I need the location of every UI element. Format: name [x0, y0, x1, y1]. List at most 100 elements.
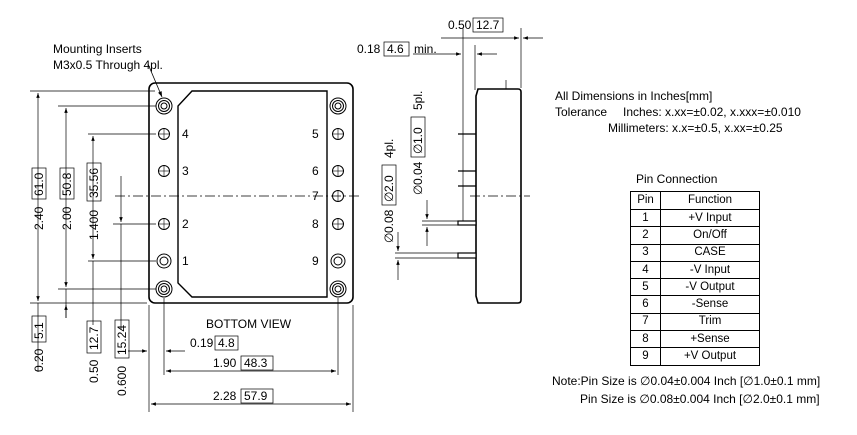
side-view: [457, 28, 530, 304]
header-pin: Pin: [630, 191, 661, 210]
svg-text:2.40: 2.40: [32, 206, 46, 230]
svg-text:2.00: 2.00: [60, 206, 74, 230]
svg-text:∅: ∅: [411, 185, 425, 195]
mounting-leader-line: [147, 63, 163, 98]
svg-text:4.6: 4.6: [387, 42, 404, 56]
table-header-row: Pin Function: [630, 191, 760, 210]
svg-text:50.8: 50.8: [60, 172, 74, 196]
svg-text:0.08: 0.08: [382, 209, 396, 233]
tolerance-label: Tolerance: [555, 105, 607, 119]
svg-text:∅: ∅: [411, 144, 425, 154]
dim-pin-bottom2: 0.600 15.24: [114, 319, 130, 396]
bottom-dimension-lines: [128, 349, 351, 406]
pin-cell: 8: [630, 330, 661, 349]
note-pin-size-1: Note:Pin Size is ∅0.04±0.004 Inch [∅1.0±…: [552, 374, 821, 388]
header-function: Function: [660, 191, 760, 210]
mounting-insert-top-left: [155, 97, 173, 115]
function-cell: +V Output: [660, 347, 760, 366]
svg-text:61.0: 61.0: [32, 172, 46, 196]
svg-text:12.7: 12.7: [87, 326, 101, 350]
svg-text:4.8: 4.8: [218, 336, 235, 350]
function-cell: -V Input: [660, 260, 760, 280]
function-cell: +Sense: [660, 330, 760, 349]
pin-3: [158, 165, 170, 177]
function-cell: +V Input: [660, 208, 760, 228]
pin-cell: 5: [630, 278, 661, 297]
dim-pin-dia: ∅ 0.04 ∅ 1.0 5pl.: [410, 91, 426, 195]
function-cell: Trim: [660, 312, 760, 332]
dim-bottom-offset: 0.20 5.1: [31, 315, 47, 372]
table-row: 9+V Output: [630, 347, 760, 366]
pin-connection-title: Pin Connection: [636, 172, 718, 186]
svg-text:35.56: 35.56: [87, 168, 101, 198]
table-row: 8+Sense: [630, 330, 760, 349]
module-inner-panel: [177, 90, 328, 298]
svg-text:5.1: 5.1: [32, 322, 46, 339]
pin-number-7: 7: [312, 189, 319, 203]
mounting-insert-bottom-left: [155, 280, 173, 298]
svg-text:1.90: 1.90: [213, 356, 237, 370]
svg-text:∅: ∅: [382, 233, 396, 243]
left-dimension-texts: 2.40 61.0 2.00 50.8 1.400 35.56 0.20 5.1…: [31, 162, 130, 396]
pin-number-6: 6: [312, 164, 319, 178]
svg-text:1.0: 1.0: [411, 127, 425, 144]
pin-8: [332, 218, 344, 230]
svg-text:0.600: 0.600: [115, 366, 129, 396]
pin-cell: 2: [630, 226, 661, 245]
pin-5: [332, 128, 344, 140]
pin-number-2: 2: [182, 217, 189, 231]
dim-height-total: 2.40 61.0: [31, 167, 47, 230]
pin-number-5: 5: [312, 127, 319, 141]
bottom-view-label: BOTTOM VIEW: [206, 317, 292, 331]
dim-side-depth: 0.50 12.7: [448, 17, 504, 33]
dim-pin-offset: 0.19 4.8: [190, 335, 239, 351]
module-outline: [148, 82, 354, 304]
svg-text:0.19: 0.19: [190, 336, 214, 350]
svg-text:1.400: 1.400: [87, 210, 101, 240]
bottom-dimension-texts: 0.19 4.8 1.90 48.3 2.28 57.9: [190, 335, 274, 404]
pin-cell: 3: [630, 243, 661, 262]
module-body: [115, 82, 360, 304]
dim-pin-span: 1.400 35.56: [86, 162, 102, 240]
function-cell: -Sense: [660, 295, 760, 314]
pin-number-3: 3: [182, 164, 189, 178]
left-dimension-lines: [36, 93, 123, 372]
side-dimension-texts: 0.50 12.7 0.18 4.6 min. ∅ 0.08 ∅ 2.0 4pl…: [357, 17, 504, 243]
pin-cell: 7: [630, 312, 661, 332]
mounting-label-line2: M3x0.5 Through 4pl.: [53, 58, 163, 72]
table-row: 4-V Input: [630, 260, 760, 280]
pin-number-8: 8: [312, 217, 319, 231]
pin-number-4: 4: [182, 127, 189, 141]
dim-pin-pitch: ∅ 0.08 ∅ 2.0 4pl.: [381, 139, 397, 243]
svg-text:48.3: 48.3: [244, 356, 268, 370]
pin-6: [332, 165, 344, 177]
svg-text:4pl.: 4pl.: [382, 139, 396, 158]
table-row: 5-V Output: [630, 278, 760, 297]
pins: [156, 128, 346, 269]
pin-numbers: 4 3 2 1 5 6 7 8 9: [182, 127, 319, 268]
mounting-label-line1: Mounting Inserts: [53, 42, 142, 56]
tolerance-block: All Dimensions in Inches[mm] Tolerance I…: [555, 89, 801, 135]
dim-width-total: 2.28 57.9: [213, 388, 274, 404]
pin-7: [332, 190, 344, 202]
dim-width-inner: 1.90 48.3: [213, 355, 274, 371]
svg-text:2.0: 2.0: [382, 175, 396, 192]
pin-4: [158, 128, 170, 140]
pin-number-9: 9: [312, 254, 319, 268]
svg-text:15.24: 15.24: [115, 325, 129, 355]
svg-text:∅: ∅: [382, 192, 396, 202]
pin-cell: 4: [630, 260, 661, 280]
svg-text:2.28: 2.28: [213, 389, 237, 403]
function-cell: On/Off: [660, 226, 760, 245]
svg-text:0.20: 0.20: [32, 348, 46, 372]
svg-text:0.50: 0.50: [448, 18, 472, 32]
mounting-inserts: [155, 97, 347, 298]
tolerance-inches: Inches: x.xx=±0.02, x.xxx=±0.010: [623, 105, 801, 119]
tolerance-title: All Dimensions in Inches[mm]: [555, 89, 712, 103]
pin-cell: 9: [630, 347, 661, 366]
